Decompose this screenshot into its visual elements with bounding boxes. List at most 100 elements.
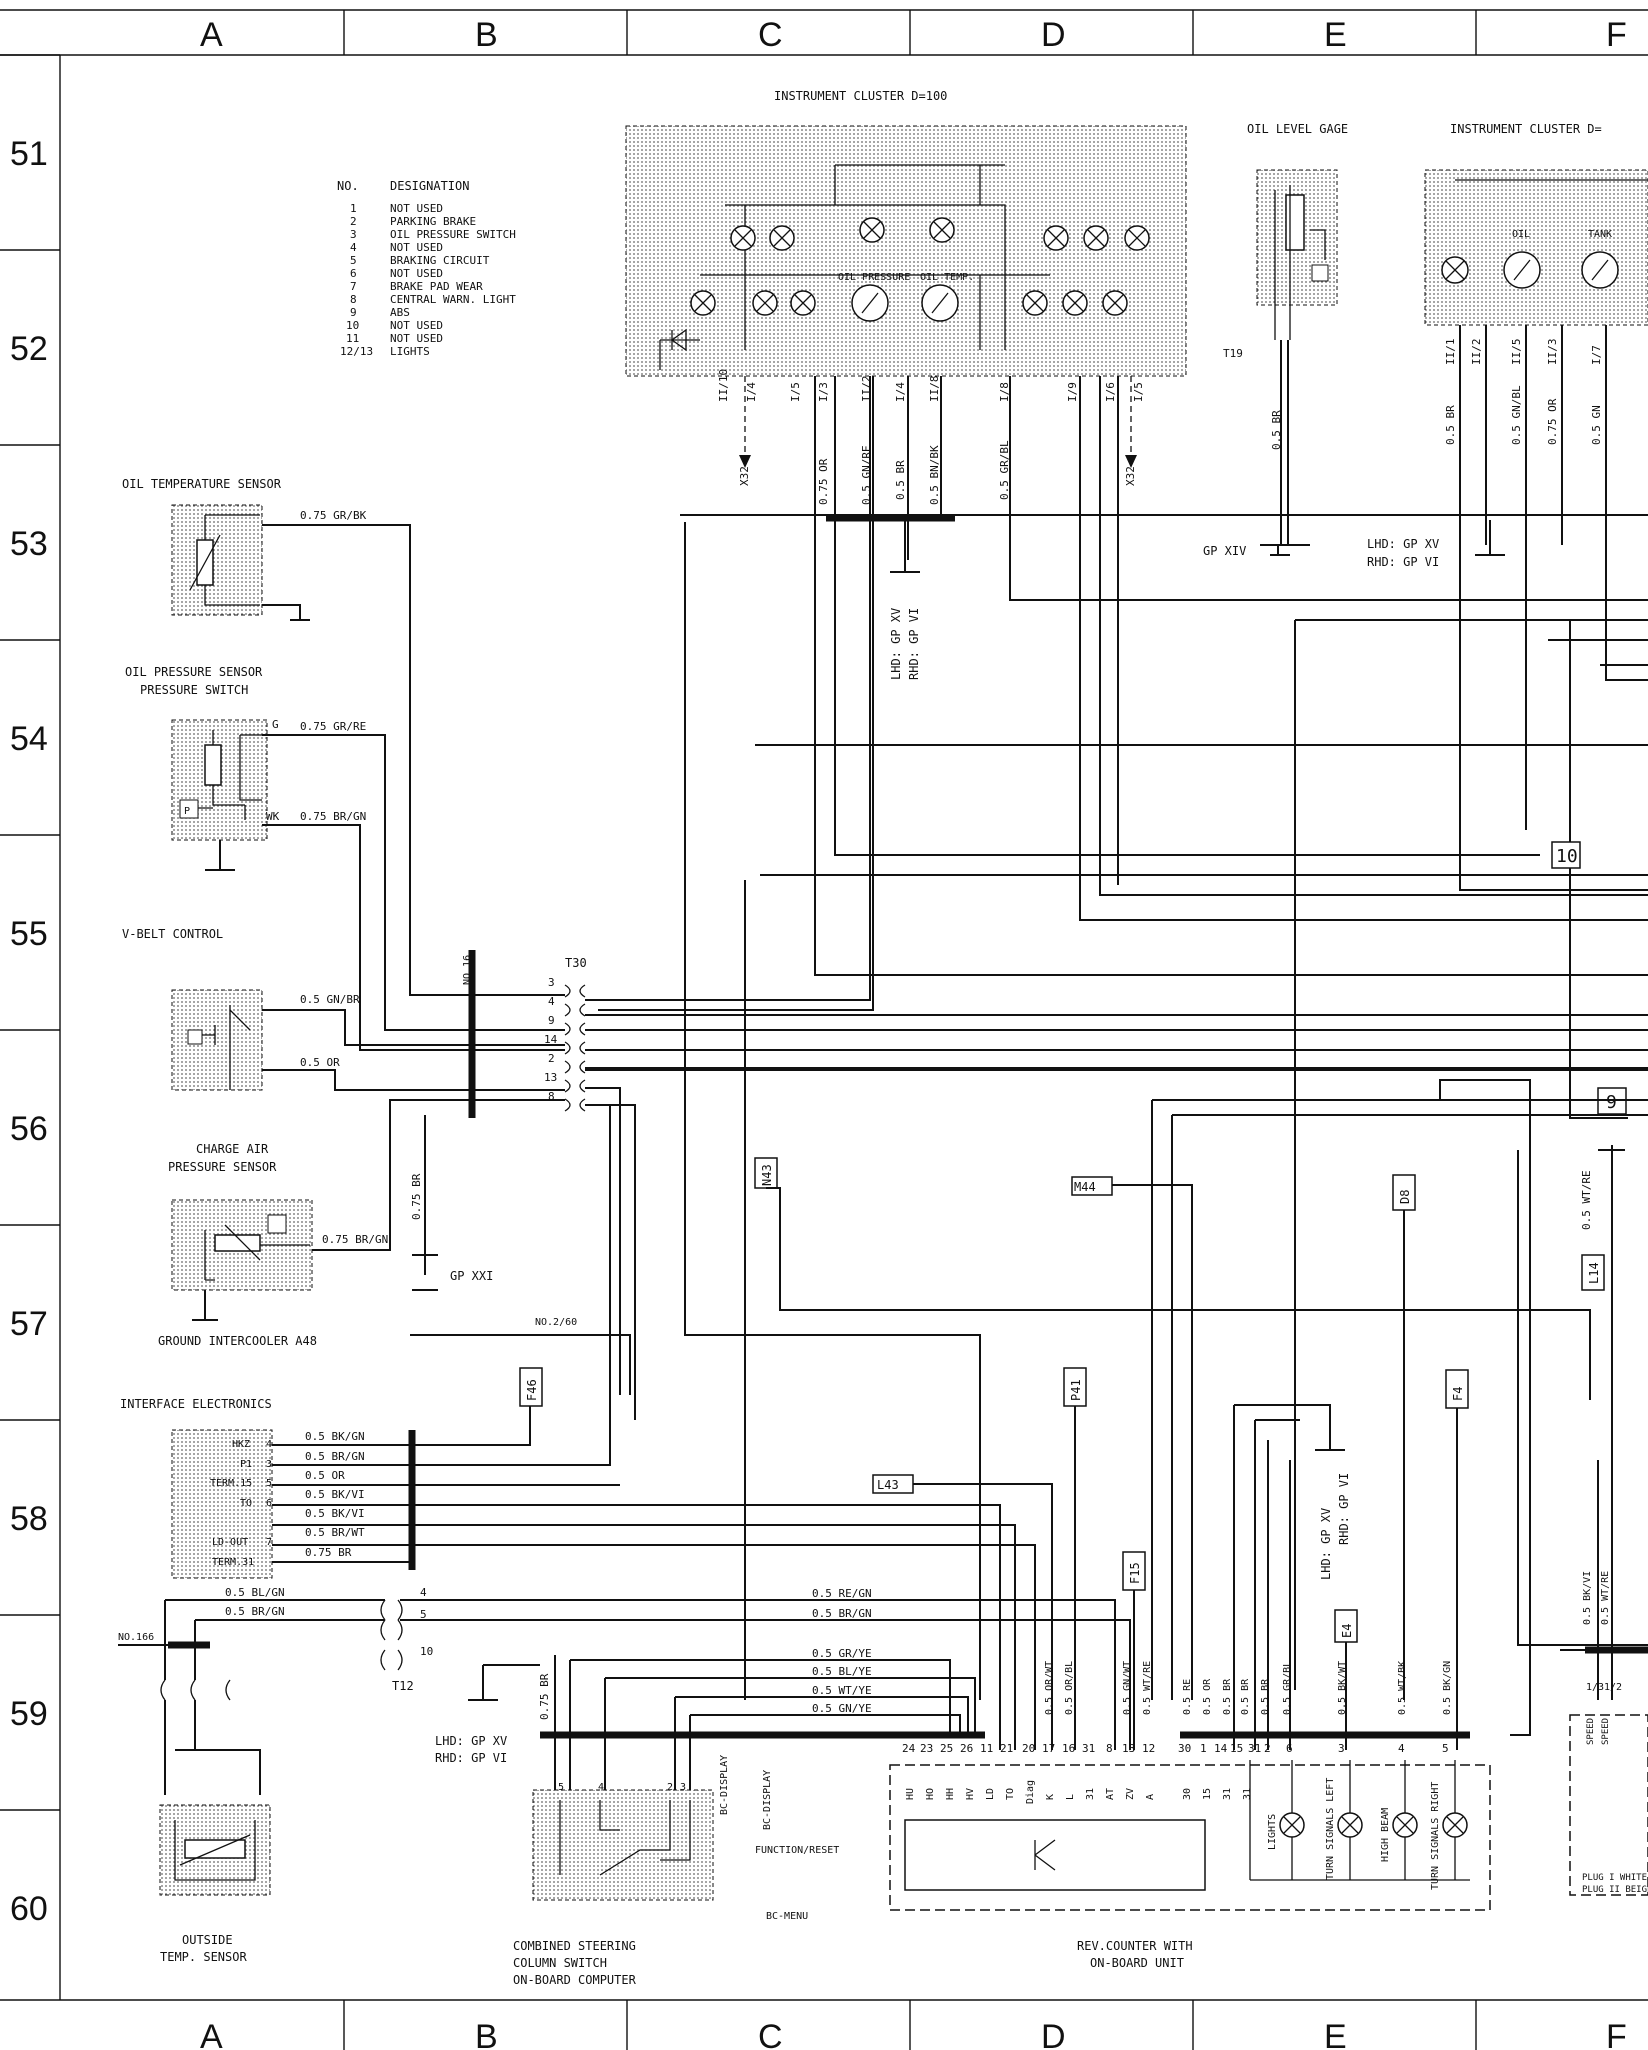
- svg-text:HV: HV: [965, 1788, 976, 1800]
- svg-text:2: 2: [1264, 1742, 1271, 1755]
- svg-text:BC-DISPLAY: BC-DISPLAY: [719, 1755, 730, 1815]
- svg-text:LHD: GP XV: LHD: GP XV: [1367, 537, 1439, 551]
- svg-text:LHD: GP XV: LHD: GP XV: [435, 1734, 507, 1748]
- tag-n43: N43: [744, 880, 1591, 1700]
- svg-text:0.75 BR/GN: 0.75 BR/GN: [322, 1233, 388, 1246]
- svg-text:0.5 BR/GN: 0.5 BR/GN: [305, 1450, 365, 1463]
- svg-text:3: 3: [350, 228, 357, 241]
- svg-text:I/8: I/8: [998, 382, 1011, 402]
- svg-text:TEMP. SENSOR: TEMP. SENSOR: [160, 1950, 247, 1964]
- row-numbers: 51 52 53 54 55 56 57 58 59 60: [10, 135, 48, 1928]
- svg-text:I/9: I/9: [1066, 382, 1079, 402]
- svg-text:4: 4: [548, 995, 555, 1008]
- outside-temp-sensor: NO.166 0.5 BL/GN 0.5 BR/GN OUTSIDE TEMP.…: [118, 1586, 385, 1964]
- svg-text:P: P: [184, 806, 190, 817]
- svg-text:TERM.31: TERM.31: [212, 1557, 254, 1568]
- svg-text:L14: L14: [1587, 1262, 1601, 1284]
- svg-text:3: 3: [1338, 1742, 1345, 1755]
- col-footer-b: B: [475, 2018, 498, 2050]
- svg-text:0.5 BR: 0.5 BR: [1222, 1678, 1233, 1715]
- t12-connector: 4 5 10 T12 0.5 RE/GN 0.5 BR/GN: [380, 1586, 1131, 1750]
- svg-text:23: 23: [920, 1742, 933, 1755]
- svg-text:T12: T12: [392, 1679, 414, 1693]
- svg-text:5: 5: [420, 1608, 427, 1621]
- col-footer-a: A: [200, 2018, 223, 2050]
- svg-text:0.5 OR: 0.5 OR: [300, 1056, 340, 1069]
- svg-text:7: 7: [350, 280, 357, 293]
- svg-text:OIL LEVEL GAGE: OIL LEVEL GAGE: [1247, 122, 1348, 136]
- svg-text:30: 30: [1178, 1742, 1191, 1755]
- svg-text:TO: TO: [240, 1498, 252, 1509]
- col-footer-d: D: [1041, 2018, 1066, 2050]
- svg-text:10: 10: [420, 1645, 433, 1658]
- svg-text:BRAKE PAD WEAR: BRAKE PAD WEAR: [390, 280, 483, 293]
- oil-level-gage: OIL LEVEL GAGE T19 0.5 BR GP XIV LHD: GP…: [1203, 122, 1505, 569]
- svg-text:RHD: GP VI: RHD: GP VI: [907, 608, 921, 680]
- svg-text:0.5 GN/RE: 0.5 GN/RE: [860, 445, 873, 505]
- rev-counter: 24 23 25 26 11 21 20 17 16 31 8 13 12 30…: [889, 1079, 1531, 1970]
- svg-text:F46: F46: [525, 1379, 539, 1401]
- svg-text:NO.: NO.: [337, 179, 359, 193]
- svg-text:0.5 BK/VI: 0.5 BK/VI: [1582, 1571, 1593, 1625]
- svg-text:0.5 BR/WT: 0.5 BR/WT: [305, 1526, 365, 1539]
- vbelt-control: V-BELT CONTROL 0.5 GN/BR 0.5 OR: [122, 927, 565, 1091]
- junction-10: 10: [1551, 841, 1581, 869]
- svg-text:P41: P41: [1069, 1379, 1083, 1401]
- svg-text:OIL PRESSURE SENSOR: OIL PRESSURE SENSOR: [125, 665, 263, 679]
- svg-text:ABS: ABS: [390, 306, 410, 319]
- svg-text:0.5 BL/YE: 0.5 BL/YE: [812, 1665, 872, 1678]
- row-55: 55: [10, 915, 48, 953]
- svg-text:HH: HH: [945, 1788, 956, 1800]
- svg-text:12: 12: [1142, 1742, 1155, 1755]
- svg-text:17: 17: [1042, 1742, 1055, 1755]
- svg-text:OIL: OIL: [1512, 229, 1530, 240]
- svg-text:0.75 OR: 0.75 OR: [1546, 398, 1559, 445]
- tag-l43: L43: [872, 1474, 1053, 1750]
- svg-text:I/5: I/5: [1132, 382, 1145, 402]
- svg-text:0.5 BR: 0.5 BR: [1240, 1678, 1251, 1715]
- instrument-cluster-main: INSTRUMENT CLUSTER D=100 OIL PRESSURE: [625, 89, 1187, 505]
- svg-text:31: 31: [1242, 1788, 1253, 1800]
- svg-text:TERM.15: TERM.15: [210, 1478, 252, 1489]
- svg-text:8: 8: [350, 293, 357, 306]
- row-58: 58: [10, 1500, 48, 1538]
- svg-text:26: 26: [960, 1742, 973, 1755]
- svg-text:0.5 GR/YE: 0.5 GR/YE: [812, 1647, 872, 1660]
- svg-text:I/5: I/5: [789, 382, 802, 402]
- svg-text:T30: T30: [565, 956, 587, 970]
- svg-text:ON-BOARD UNIT: ON-BOARD UNIT: [1090, 1956, 1184, 1970]
- svg-text:NO.166: NO.166: [118, 1632, 154, 1643]
- svg-text:X32: X32: [738, 466, 751, 486]
- svg-text:II/2: II/2: [860, 376, 873, 403]
- svg-text:LHD: GP XV: LHD: GP XV: [1319, 1508, 1333, 1580]
- svg-text:3: 3: [680, 1782, 686, 1793]
- svg-text:L43: L43: [877, 1478, 899, 1492]
- svg-text:0.5 BL/GN: 0.5 BL/GN: [225, 1586, 285, 1599]
- svg-text:30: 30: [1182, 1788, 1193, 1800]
- svg-text:FUNCTION/RESET: FUNCTION/RESET: [755, 1845, 839, 1856]
- svg-text:HU: HU: [905, 1788, 916, 1800]
- svg-text:PLUG II BEIGE: PLUG II BEIGE: [1582, 1885, 1648, 1895]
- svg-text:COLUMN SWITCH: COLUMN SWITCH: [513, 1956, 607, 1970]
- svg-text:0.5 WT/RE: 0.5 WT/RE: [1580, 1170, 1593, 1230]
- right-wire-labels: 0.5 BR 0.5 GN/BL 0.75 OR 0.5 GN: [1444, 385, 1603, 445]
- svg-text:4: 4: [266, 1439, 272, 1450]
- svg-text:2: 2: [548, 1052, 555, 1065]
- right-pin-labels: II/1 II/2 II/5 II/3 I/7: [1444, 339, 1603, 366]
- svg-text:0.75 BR: 0.75 BR: [410, 1173, 423, 1220]
- charge-air-sensor: CHARGE AIR PRESSURE SENSOR 0.75 BR/GN GR…: [158, 1099, 565, 1348]
- svg-text:0.5 BK/VI: 0.5 BK/VI: [305, 1507, 365, 1520]
- svg-text:4: 4: [350, 241, 357, 254]
- svg-text:II/3: II/3: [1546, 339, 1559, 366]
- svg-text:TO: TO: [1005, 1788, 1016, 1800]
- tag-f4: F4: [1445, 1369, 1469, 1750]
- svg-text:II/5: II/5: [1510, 339, 1523, 366]
- instrument-cluster-right: INSTRUMENT CLUSTER D= OIL TANK II/1 II/2…: [1424, 122, 1648, 891]
- svg-text:LHD: GP XV: LHD: GP XV: [889, 608, 903, 680]
- column-headers-bottom: A B C D E F: [200, 2018, 1627, 2050]
- steering-column-switch: LHD: GP XV RHD: GP VI 0.75 BR 0.5 GR/YE …: [435, 1647, 985, 1987]
- svg-text:31: 31: [1085, 1788, 1096, 1800]
- oil-temp-sensor: OIL TEMPERATURE SENSOR 0.75 GR/BK: [122, 477, 565, 996]
- svg-text:14: 14: [1214, 1742, 1228, 1755]
- col-footer-e: E: [1324, 2018, 1347, 2050]
